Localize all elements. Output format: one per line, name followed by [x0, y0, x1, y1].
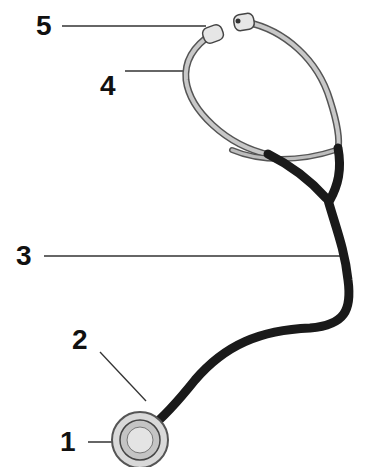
callout-number: 2: [72, 326, 88, 354]
binaurals: [186, 22, 339, 159]
callout-number: 3: [16, 242, 32, 270]
ear-tips: [201, 12, 255, 45]
callout-number: 5: [36, 12, 52, 40]
tubing: [150, 148, 349, 428]
callout-number: 1: [60, 428, 76, 456]
callout-number: 4: [100, 72, 116, 100]
chest-piece: [112, 412, 168, 467]
